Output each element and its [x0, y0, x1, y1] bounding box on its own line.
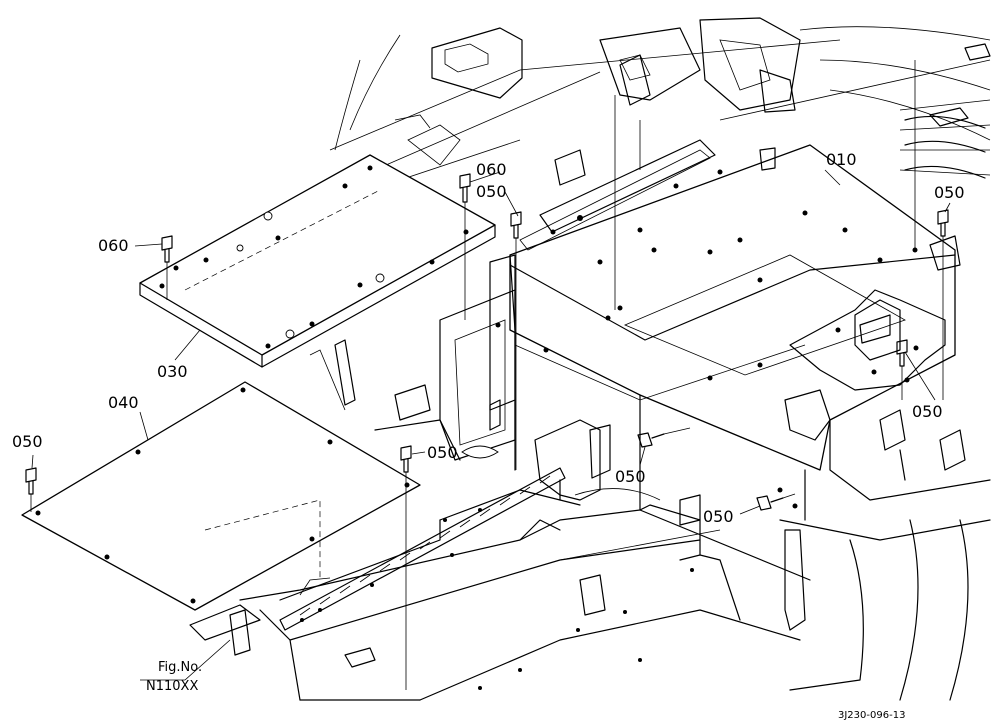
bolt-060-left	[161, 235, 173, 263]
callout-050-top: 050	[476, 182, 507, 201]
callout-010: 010	[826, 150, 857, 169]
bolt-050-lower-right	[756, 495, 784, 511]
cover-010	[489, 139, 961, 509]
callout-030: 030	[157, 362, 188, 381]
plate-030	[139, 154, 496, 368]
callout-060-left: 060	[98, 236, 129, 255]
callout-050-right: 050	[934, 183, 965, 202]
bolt-050-lower-mid	[637, 432, 665, 448]
callout-050-midright: 050	[912, 402, 943, 421]
callout-060-top: 060	[476, 160, 507, 179]
callout-050-lower-right: 050	[703, 507, 734, 526]
bolt-060-top	[459, 173, 471, 203]
plate-040	[21, 381, 421, 611]
assembly-lines	[30, 60, 944, 690]
serrated-strip	[279, 467, 566, 631]
background-machine-frame	[329, 17, 991, 186]
drawing-code: 3J230-096-13	[838, 710, 905, 721]
figure-reference: Fig.No. N110XX	[146, 660, 202, 694]
bolt-050-top	[510, 211, 522, 239]
bolt-050-center	[400, 445, 412, 473]
figure-ref-line1: Fig.No.	[158, 660, 202, 675]
callouts: 010 030 040 060 060 050 050 050 050 050 …	[12, 150, 965, 526]
callout-040: 040	[108, 393, 139, 412]
frame-lower	[189, 54, 991, 701]
bolt-050-right	[937, 209, 949, 237]
callout-050-left: 050	[12, 432, 43, 451]
leader-lines	[31, 169, 951, 681]
callout-050-lower-mid: 050	[615, 467, 646, 486]
figure-ref-line2: N110XX	[146, 679, 198, 694]
callout-050-center: 050	[427, 443, 458, 462]
bolt-050-left	[25, 467, 37, 495]
